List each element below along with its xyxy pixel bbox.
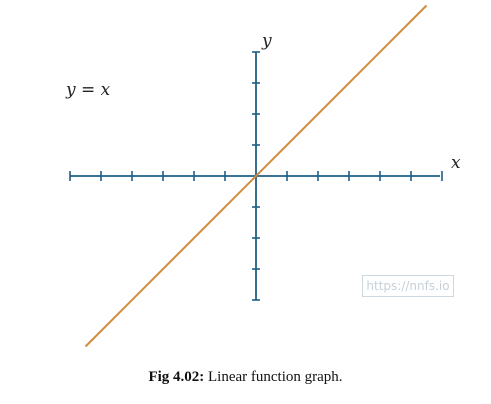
equation-annotation: y = x (66, 80, 111, 100)
x-axis-label: x (451, 153, 461, 173)
figure-caption: Fig 4.02: Linear function graph. (0, 369, 491, 386)
watermark: https://nnfs.io (362, 275, 454, 297)
series-line (84, 4, 428, 348)
series-layer (84, 4, 428, 348)
caption-label: Fig 4.02: (148, 369, 205, 385)
y-axis-label: y (261, 31, 272, 51)
caption-text: Linear function graph. (204, 369, 343, 385)
